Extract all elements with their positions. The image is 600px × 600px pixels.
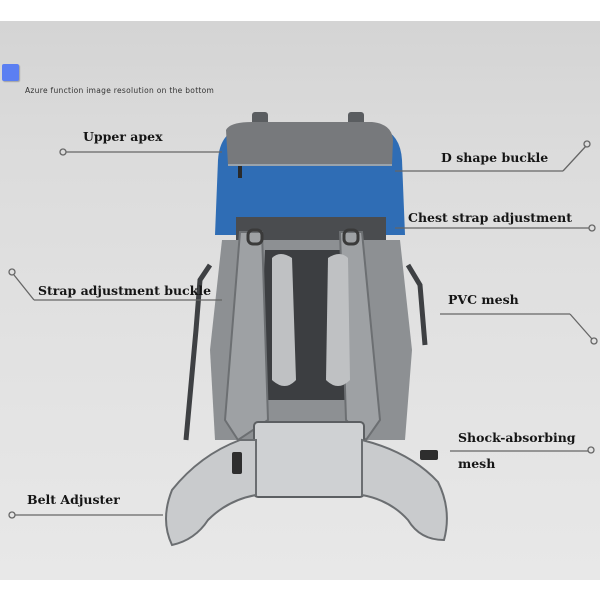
callout-chest-strap-adjustment: Chest strap adjustment: [408, 210, 573, 225]
resolution-caption: Azure function image resolution on the b…: [25, 86, 215, 95]
callout-strap-adjustment-buckle: Strap adjustment buckle: [38, 283, 212, 298]
callout-shock-absorbing-line2: mesh: [458, 456, 496, 471]
callout-pvc-mesh: PVC mesh: [448, 292, 519, 307]
callout-belt-adjuster: Belt Adjuster: [27, 492, 120, 507]
color-swatch-badge: [2, 64, 19, 81]
callout-upper-apex: Upper apex: [83, 129, 163, 144]
callout-d-shape-buckle: D shape buckle: [441, 150, 549, 165]
callout-shock-absorbing: Shock-absorbing: [458, 430, 576, 445]
